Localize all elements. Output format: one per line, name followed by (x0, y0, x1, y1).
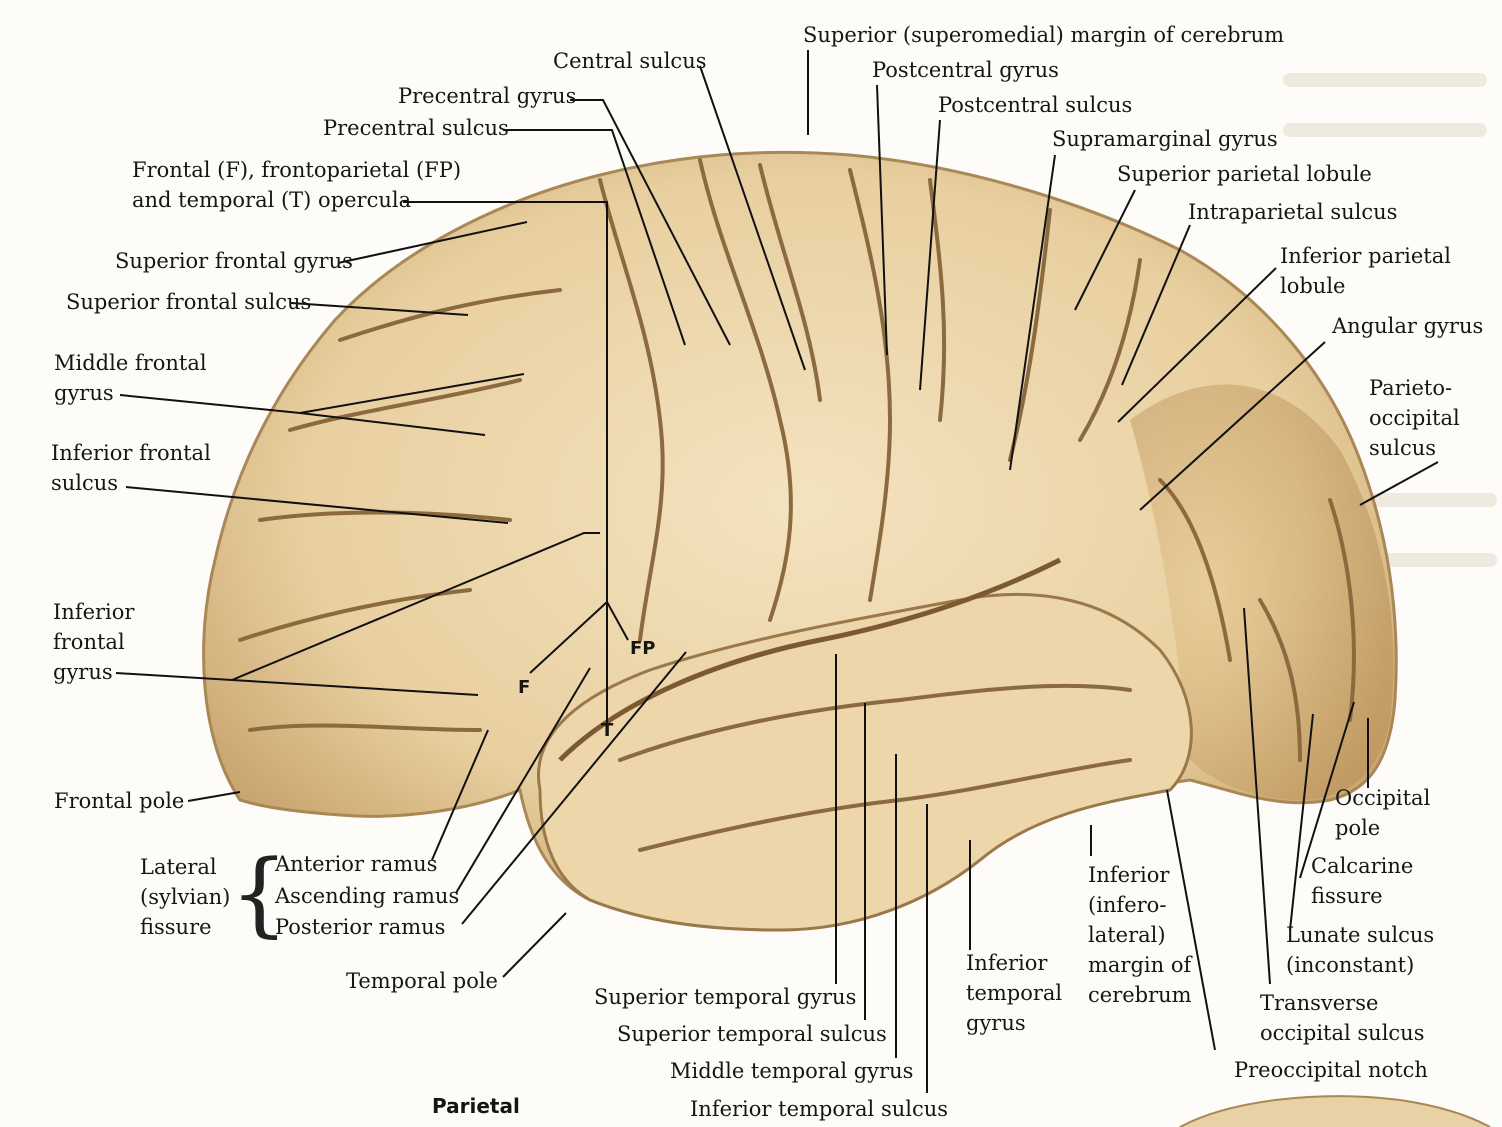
label-inferior-temporal-sulcus: Inferior temporal sulcus (690, 1097, 949, 1121)
label-superior-temporal-gyrus: Superior temporal gyrus (594, 985, 857, 1009)
label-superior-frontal-sulcus: Superior frontal sulcus (66, 290, 312, 314)
next-figure-edge (1179, 1095, 1491, 1127)
sulci (238, 158, 1356, 852)
label-frontal-pole: Frontal pole (54, 789, 185, 813)
label-inferior-margin: Inferior (infero- lateral) margin of cer… (1088, 863, 1192, 1007)
leader-angular-gyrus (1139, 341, 1326, 511)
label-angular-gyrus: Angular gyrus (1332, 314, 1484, 338)
label-transverse-occipital-sulcus: Transverse occipital sulcus (1260, 991, 1425, 1045)
label-middle-frontal-gyrus: Middle frontal gyrus (54, 351, 207, 405)
leader-superior-frontal-sulcus (290, 302, 469, 316)
leader-lines (115, 50, 1439, 1093)
lateral-fissure (558, 557, 1062, 762)
leader-temporal-pole (502, 912, 567, 978)
label-fp: FP (630, 638, 656, 659)
leader-inferior-frontal-gyrus-b (231, 679, 479, 696)
label-f: F (518, 677, 531, 698)
leader-fp (529, 600, 629, 674)
label-postcentral-gyrus: Postcentral gyrus (872, 58, 1059, 82)
cerebrum (202, 150, 1398, 932)
leader-preoccipital-notch (1166, 789, 1216, 1051)
label-inferior-frontal-gyrus: Inferior frontal gyrus (53, 600, 135, 684)
label-opercula: Frontal (F), frontoparietal (FP) and tem… (132, 158, 462, 212)
label-inferior-frontal-sulcus: Inferior frontal sulcus (51, 441, 211, 495)
leader-central-sulcus (699, 65, 806, 371)
leader-ascending-ramus (455, 667, 591, 894)
label-precentral-gyrus: Precentral gyrus (398, 84, 577, 108)
label-occipital-pole: Occipital pole (1335, 786, 1431, 840)
leader-middle-frontal-gyrus-b (299, 412, 486, 436)
label-lunate-sulcus: Lunate sulcus (inconstant) (1286, 923, 1435, 977)
label-ascending-ramus: Ascending ramus (275, 884, 460, 908)
leader-superior-frontal-gyrus (337, 221, 528, 264)
label-parieto-occipital-sulcus: Parieto- occipital sulcus (1369, 376, 1460, 460)
label-superior-parietal-lobule: Superior parietal lobule (1117, 162, 1372, 186)
brace-symbol: { (230, 840, 289, 947)
leader-transverse-occipital (1243, 607, 1271, 985)
leader-inferior-parietal-lobule (1117, 267, 1277, 423)
label-superior-temporal-sulcus: Superior temporal sulcus (617, 1022, 887, 1046)
label-temporal-pole: Temporal pole (346, 969, 498, 993)
leader-lunate-sulcus (1289, 713, 1314, 931)
leader-frontal-pole (187, 791, 241, 802)
leader-parieto-occipital (1359, 461, 1439, 506)
leader-calcarine-fissure (1299, 701, 1355, 879)
label-superior-frontal-gyrus: Superior frontal gyrus (115, 249, 353, 273)
label-superior-margin: Superior (superomedial) margin of cerebr… (803, 23, 1285, 47)
label-calcarine-fissure: Calcarine fissure (1311, 854, 1414, 908)
label-t: T (601, 720, 614, 741)
label-inferior-temporal-gyrus: Inferior temporal gyrus (966, 951, 1063, 1035)
leader-inferior-frontal-sulcus (125, 486, 509, 524)
leader-superior-parietal-lobule (1074, 189, 1136, 311)
label-inferior-parietal-lobule: Inferior parietal lobule (1280, 244, 1451, 298)
label-lateral-fissure: Lateral (sylvian) fissure (140, 855, 231, 939)
leader-inferior-frontal-gyrus (115, 532, 600, 682)
label-intraparietal-sulcus: Intraparietal sulcus (1188, 200, 1398, 224)
leader-anterior-ramus (431, 729, 489, 861)
label-parietal-caption: Parietal (432, 1094, 520, 1118)
label-anterior-ramus: Anterior ramus (275, 852, 438, 876)
leader-postcentral-gyrus (876, 84, 888, 356)
leader-posterior-ramus (461, 651, 687, 925)
label-posterior-ramus: Posterior ramus (275, 915, 446, 939)
leader-intraparietal-sulcus (1121, 224, 1191, 386)
label-middle-temporal-gyrus: Middle temporal gyrus (670, 1059, 914, 1083)
label-postcentral-sulcus: Postcentral sulcus (938, 93, 1133, 117)
leader-postcentral-sulcus (919, 119, 941, 391)
label-precentral-sulcus: Precentral sulcus (323, 116, 509, 140)
leader-precentral-sulcus (503, 129, 686, 346)
label-preoccipital-notch: Preoccipital notch (1234, 1058, 1428, 1082)
leader-precentral-gyrus (570, 99, 731, 346)
leader-supramarginal-gyrus (1009, 154, 1056, 471)
label-central-sulcus: Central sulcus (553, 49, 707, 73)
label-supramarginal-gyrus: Supramarginal gyrus (1052, 127, 1278, 151)
leader-opercula (403, 201, 608, 730)
occipital-shading (1130, 384, 1394, 800)
